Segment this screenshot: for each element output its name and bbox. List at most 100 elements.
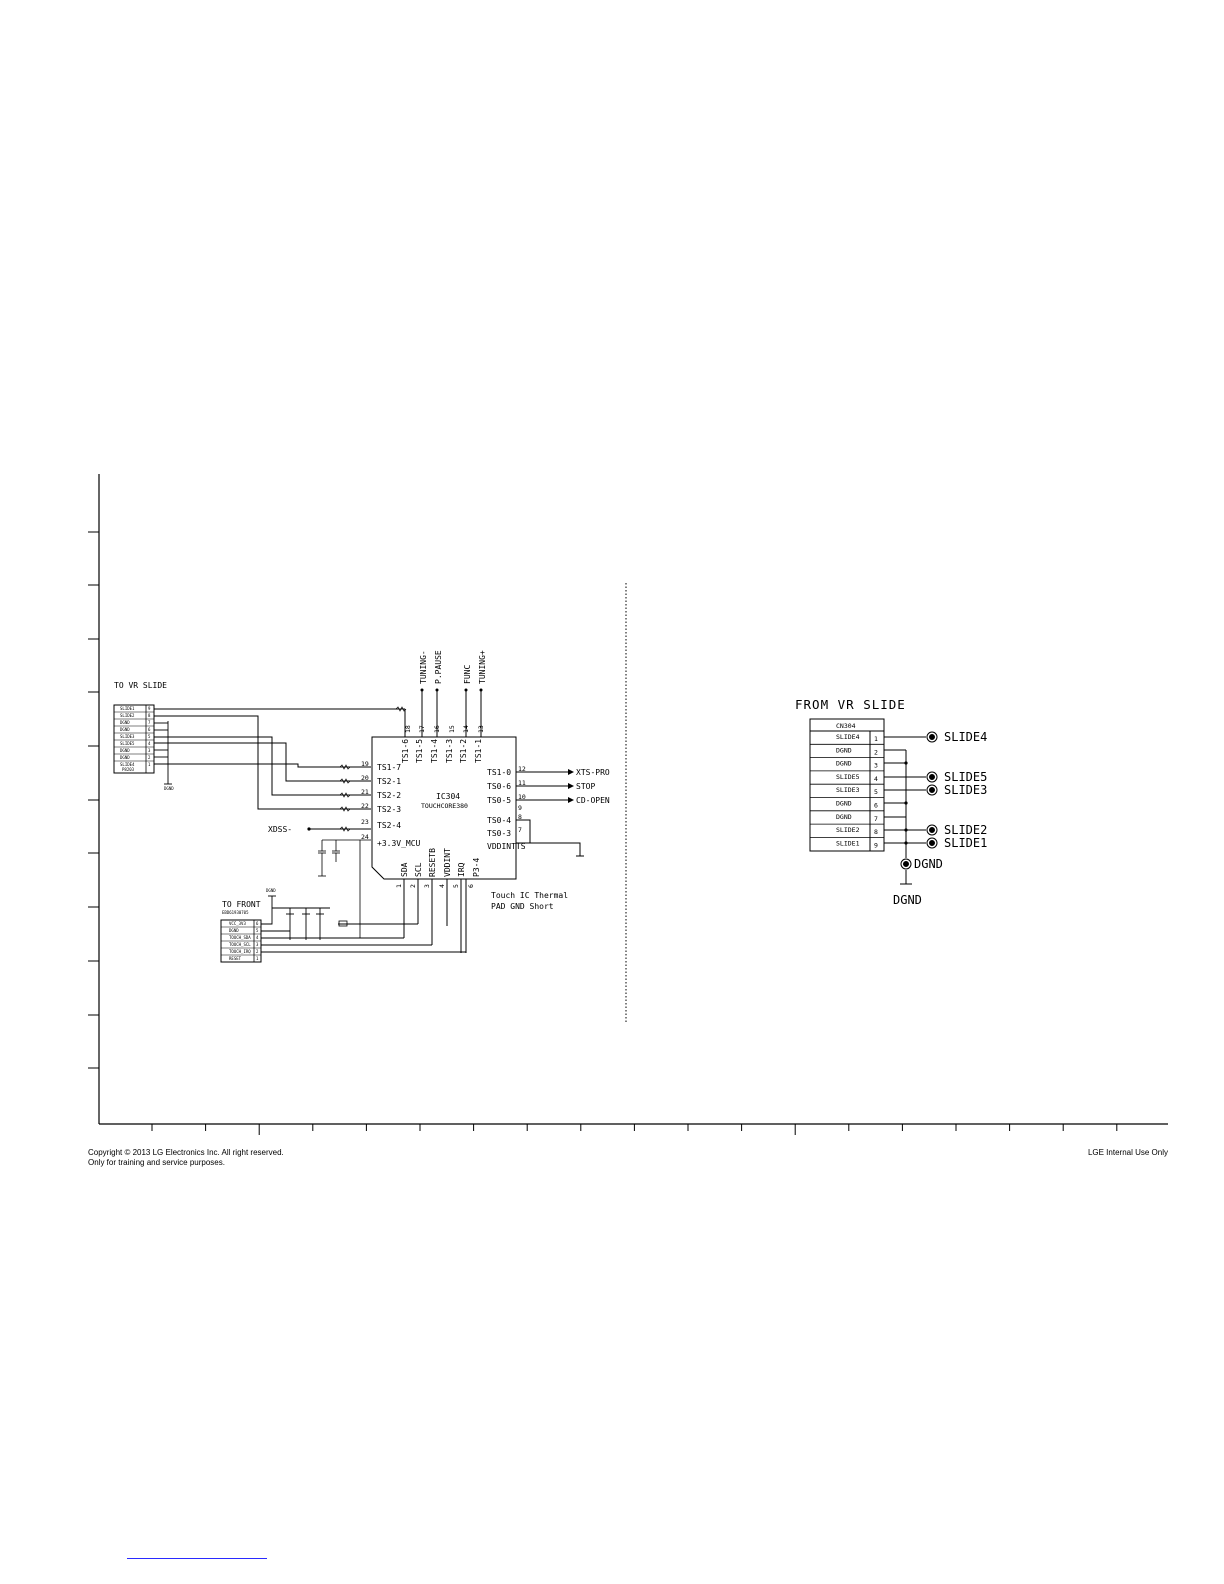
ic-top-pin-name: TS1-5 (415, 739, 424, 763)
frame-bottom-ticks (151, 1124, 1118, 1135)
top-net-label: TUNING- (419, 650, 428, 684)
cn304-pin-signal: DGND (836, 746, 852, 754)
ic-bottom-pin-name: SDA (400, 862, 409, 877)
front-pin-signal: TOUCH_SDA (229, 935, 251, 940)
front-ground-label: DGND (266, 888, 276, 893)
output-dgnd-ground: DGND (893, 893, 922, 907)
vr-pin-signal: SLIDE3 (120, 734, 135, 739)
vr-pin-number: 9 (148, 706, 151, 711)
cn304-ref: CN304 (836, 722, 856, 730)
vr-pin-signal: DGND (120, 720, 130, 725)
front-pin-number: 6 (256, 921, 259, 926)
front-pin-number: 2 (256, 949, 259, 954)
copyright-line-2: Only for training and service purposes. (88, 1158, 225, 1167)
ic-bottom-pin-number: 1 (395, 884, 403, 888)
ic-left-pin-name: TS2-2 (377, 791, 401, 800)
ic-top-pin-name: TS1-2 (459, 739, 468, 763)
ic-bottom-pin-number: 6 (467, 884, 475, 888)
front-connector-label: TO FRONT (222, 900, 261, 909)
copyright-line-1: Copyright © 2013 LG Electronics Inc. All… (88, 1148, 284, 1157)
frame-left-ticks (88, 531, 99, 1069)
ic-top-pin-name: TS1-4 (430, 739, 439, 763)
cn304-pin-signal: SLIDE3 (836, 786, 860, 794)
cn304-pin-number: 2 (874, 748, 878, 756)
ic-left-pin-name: TS2-3 (377, 805, 401, 814)
cn304-pin-signal: SLIDE4 (836, 733, 860, 741)
cn304-wires (884, 736, 926, 885)
output-slide2: SLIDE2 (944, 823, 987, 837)
note-line-1: Touch IC Thermal (491, 891, 568, 900)
top-net-terminals (420, 688, 483, 692)
vr-pin-signal: SLIDE5 (120, 741, 135, 746)
top-net-label: TUNING+ (478, 650, 487, 684)
right-net-arrows (568, 769, 574, 803)
link-underline[interactable] (127, 1558, 267, 1559)
ic304: IC304 TOUCHCORE380 TS1-719TS2-120TS2-221… (361, 725, 526, 888)
cn304-pin-signal: SLIDE1 (836, 839, 860, 847)
top-net-label: P.PAUSE (434, 650, 443, 684)
ic-bottom-pin-number: 5 (452, 884, 460, 888)
vr-pin-signal: DGND (120, 727, 130, 732)
ic-top-pin-name: TS1-6 (401, 739, 410, 763)
ic-left-pin-number: 19 (361, 760, 369, 768)
ic-left-pin-name: TS2-1 (377, 777, 401, 786)
top-net-wires (421, 690, 482, 737)
cn304-pin-number: 1 (874, 735, 878, 743)
ic-left-pin-number: 22 (361, 802, 369, 810)
vr-pin-signal: SLIDE1 (120, 706, 135, 711)
ic-right-pin-number: 11 (518, 779, 526, 787)
ic-right-pin-number: 12 (518, 765, 526, 773)
vr-pin-number: 6 (148, 727, 151, 732)
ic-right-pin-number: 7 (518, 826, 522, 834)
ic-left-pin-name: TS1-7 (377, 763, 401, 772)
right-net-label: CD-OPEN (576, 796, 610, 805)
front-pin-number: 3 (256, 942, 259, 947)
vr-pin-signal: DGND (120, 748, 130, 753)
cn304-pin-signal: SLIDE5 (836, 773, 860, 781)
note-line-2: PAD GND Short (491, 902, 554, 911)
ic-bottom-wires (403, 879, 467, 953)
ic-left-pin-name: +3.3V_MCU (377, 839, 421, 848)
ic-top-pin-number: 18 (404, 725, 412, 733)
ic-right-pin-name: TS0-3 (487, 829, 511, 838)
output-terminals (900, 731, 938, 870)
vr-pin-number: 1 (148, 762, 151, 767)
cn304-pin-number: 5 (874, 788, 878, 796)
right-block-title: FROM VR SLIDE (795, 697, 906, 712)
sheet-frame (98, 474, 1168, 1125)
vr-pin-number: 5 (148, 734, 151, 739)
front-pin-number: 1 (256, 956, 259, 961)
ic-bottom-pin-name: RESETB (428, 848, 437, 877)
vr-pin-number: 7 (148, 720, 151, 725)
ic-left-pin-name: TS2-4 (377, 821, 401, 830)
ic-right-pin-name: TS1-0 (487, 768, 511, 777)
ic-left-pin-number: 20 (361, 774, 369, 782)
front-connector-sublabel: EBD61930705 (222, 910, 249, 915)
xdss-terminal (307, 827, 311, 831)
vr-pin-signal: SLIDE2 (120, 713, 135, 718)
ic-top-pin-number: 15 (448, 725, 456, 733)
vr-pin-number: 8 (148, 713, 151, 718)
vr-ground-label: DGND (164, 786, 174, 791)
ic-right-pin-name: VDDINTTS (487, 842, 526, 851)
ic-bottom-pin-name: P3-4 (472, 858, 481, 877)
vr-pin-number: 2 (148, 755, 151, 760)
vr-pin-signal: DGND (120, 755, 130, 760)
right-net-wires (516, 771, 584, 857)
cn304-pin-signal: DGND (836, 760, 852, 768)
front-pin-signal: VCC_3V3 (229, 921, 246, 926)
output-slide1: SLIDE1 (944, 836, 987, 850)
ic-bottom-pin-number: 4 (438, 884, 446, 888)
cn304-pin-number: 7 (874, 815, 878, 823)
front-pin-signal: DGND (229, 928, 239, 933)
cn304-pin-number: 9 (874, 841, 878, 849)
ic-right-pin-number: 8 (518, 813, 522, 821)
front-connector-wires (261, 895, 466, 953)
cn304-pin-number: 6 (874, 802, 878, 810)
ic-top-pin-name: TS1-1 (474, 739, 483, 763)
right-net-label: STOP (576, 782, 595, 791)
series-resistor (338, 920, 348, 927)
